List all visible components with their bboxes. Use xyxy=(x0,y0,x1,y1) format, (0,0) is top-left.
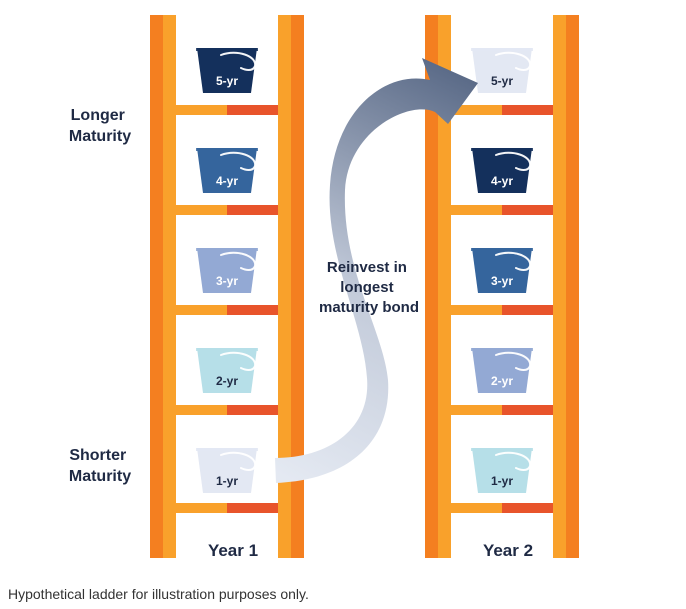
bucket-body xyxy=(197,148,257,193)
bucket-body xyxy=(472,248,532,293)
bond-bucket: 5-yr xyxy=(196,48,261,93)
bond-bucket: 2-yr xyxy=(196,348,261,393)
bucket-body xyxy=(197,48,257,93)
bucket-label: 2-yr xyxy=(216,374,238,388)
year-label: Year 1 xyxy=(208,541,258,560)
ladder-rail-right xyxy=(553,15,579,558)
ladder-rung xyxy=(176,205,278,215)
ladder-rung xyxy=(176,405,278,415)
longer-maturity-label: Longer Maturity xyxy=(69,107,131,145)
ladder-rung xyxy=(176,305,278,315)
year-label: Year 2 xyxy=(483,541,533,560)
bond-bucket: 5-yr xyxy=(471,48,536,93)
ladder-rung xyxy=(451,205,553,215)
ladder-rung xyxy=(451,105,553,115)
ladder-rail-right xyxy=(278,15,304,558)
ladder-rung xyxy=(176,503,278,513)
bucket-label: 3-yr xyxy=(491,274,513,288)
bond-bucket: 3-yr xyxy=(196,248,261,293)
bucket-label: 1-yr xyxy=(216,474,238,488)
reinvest-arrow xyxy=(275,58,478,483)
ladder-rung xyxy=(176,105,278,115)
bond-bucket: 4-yr xyxy=(196,148,261,193)
bucket-body xyxy=(197,248,257,293)
ladder-rung xyxy=(451,305,553,315)
bond-bucket: 4-yr xyxy=(471,148,536,193)
reinvest-label: Reinvest in longest maturity bond xyxy=(319,259,419,316)
bucket-label: 4-yr xyxy=(216,174,238,188)
bucket-label: 5-yr xyxy=(491,74,513,88)
bond-bucket: 3-yr xyxy=(471,248,536,293)
bucket-label: 4-yr xyxy=(491,174,513,188)
footnote: Hypothetical ladder for illustration pur… xyxy=(8,586,309,602)
shorter-maturity-label: Shorter Maturity xyxy=(69,447,131,485)
bucket-label: 1-yr xyxy=(491,474,513,488)
bond-bucket: 1-yr xyxy=(471,448,536,493)
bucket-label: 3-yr xyxy=(216,274,238,288)
bucket-body xyxy=(472,348,532,393)
ladder-rail-left xyxy=(150,15,176,558)
bucket-body xyxy=(472,48,532,93)
bond-bucket: 1-yr xyxy=(196,448,261,493)
bucket-label: 2-yr xyxy=(491,374,513,388)
bond-bucket: 2-yr xyxy=(471,348,536,393)
bucket-body xyxy=(472,448,532,493)
bucket-body xyxy=(197,348,257,393)
bucket-label: 5-yr xyxy=(216,74,238,88)
ladder-rung xyxy=(451,405,553,415)
ladder-rung xyxy=(451,503,553,513)
bucket-body xyxy=(197,448,257,493)
ladder-rail-left xyxy=(425,15,451,558)
bucket-body xyxy=(472,148,532,193)
